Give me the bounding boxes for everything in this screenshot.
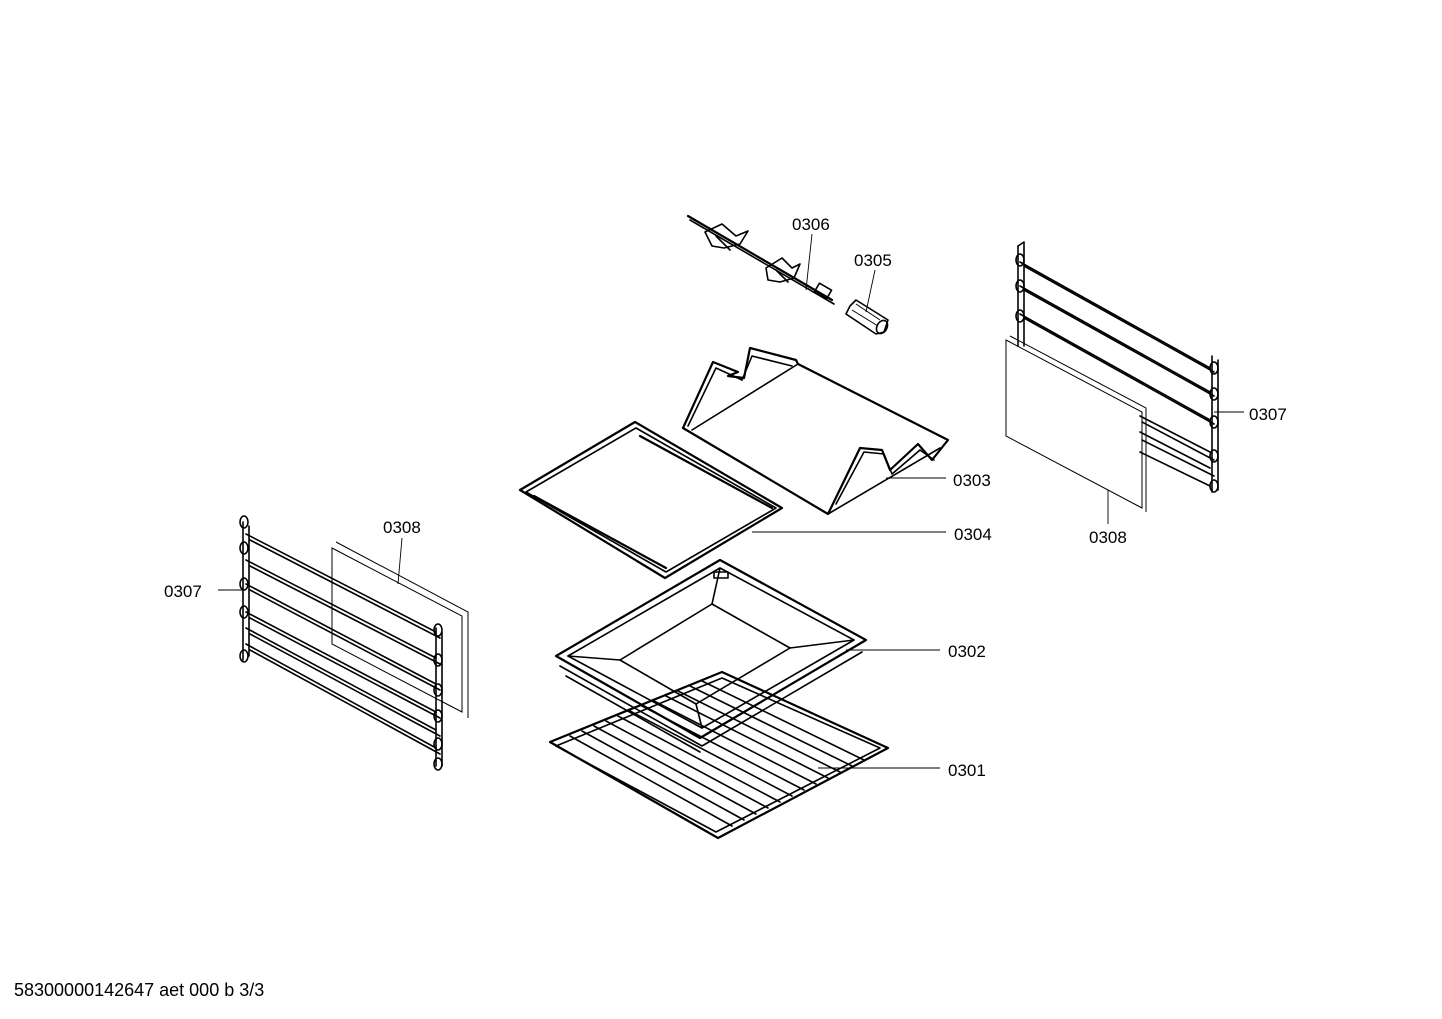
callout-0307-left: 0307 xyxy=(164,582,202,601)
callout-0303: 0303 xyxy=(953,471,991,490)
part-0306-rotisserie-spit xyxy=(686,214,835,305)
callout-0301: 0301 xyxy=(948,761,986,780)
callout-0306: 0306 xyxy=(792,215,830,234)
leader-lines xyxy=(218,233,1244,769)
part-0305-spit-handle xyxy=(845,299,889,335)
part-0308-left-panel xyxy=(331,541,469,718)
leader-0306 xyxy=(805,233,813,291)
part-0307-left-side-rail xyxy=(239,515,443,771)
callout-labels: 0306 0305 0307 0303 0304 0308 0308 0307 … xyxy=(164,215,1287,780)
callout-0307-right: 0307 xyxy=(1249,405,1287,424)
part-0302-deep-pan xyxy=(554,558,868,753)
part-0303-spit-support xyxy=(681,346,950,516)
leader-0308-left xyxy=(397,537,403,585)
part-0304-flat-tray xyxy=(518,420,784,580)
part-0308-right-panel xyxy=(1005,335,1147,512)
document-code: 58300000142647 aet 000 b 3/3 xyxy=(14,980,265,1000)
callout-0308-left: 0308 xyxy=(383,518,421,537)
part-0301-wire-rack xyxy=(548,670,890,840)
leader-0305 xyxy=(865,269,876,313)
callout-0305: 0305 xyxy=(854,251,892,270)
callout-0308-right: 0308 xyxy=(1089,528,1127,547)
part-0307-right-side-rail xyxy=(1015,241,1219,493)
callout-0302: 0302 xyxy=(948,642,986,661)
callout-0304: 0304 xyxy=(954,525,992,544)
